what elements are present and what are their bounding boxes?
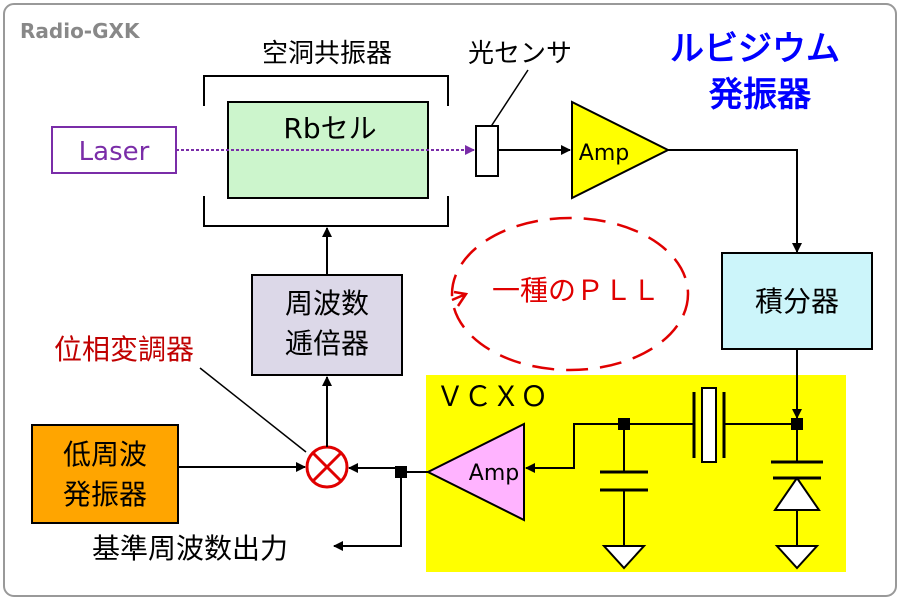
modulator-label: 位相変調器 xyxy=(54,333,194,366)
lf-oscillator xyxy=(31,424,179,524)
watermark: Radio-GXK xyxy=(20,19,141,43)
lf-osc-line1: 低周波 xyxy=(63,438,147,471)
wire-amp-integrator xyxy=(668,149,802,253)
vcxo-label: ＶＣＸＯ xyxy=(436,380,548,413)
cavity-resonator xyxy=(203,75,449,227)
amp-vcxo-label: Amp xyxy=(469,461,519,486)
pll-label: 一種のＰＬＬ xyxy=(492,274,660,307)
crystal-icon xyxy=(701,387,717,463)
integrator xyxy=(721,252,873,350)
amp-top xyxy=(571,100,671,200)
wire-to-vcxo-amp xyxy=(525,423,618,473)
laser-label: Laser xyxy=(79,137,150,167)
modulator-leader xyxy=(199,367,307,453)
junction-capacitor xyxy=(618,418,630,430)
title-line1: ルビジウム xyxy=(670,29,840,69)
cavity-label: 空洞共振器 xyxy=(262,39,392,69)
multiplier-line2: 逓倍器 xyxy=(285,327,369,360)
reference-output-label: 基準周波数出力 xyxy=(92,532,288,565)
pll-arrow xyxy=(451,290,469,307)
amp-vcxo xyxy=(425,422,525,522)
multiplier-line1: 周波数 xyxy=(285,287,369,320)
ground-icon-right xyxy=(774,545,820,570)
optical-sensor xyxy=(475,125,499,177)
lf-osc-line2: 発振器 xyxy=(63,478,147,511)
integrator-label: 積分器 xyxy=(755,285,839,318)
amp-top-label: Amp xyxy=(579,141,629,166)
sensor-label: 光センサ xyxy=(468,39,572,69)
rb-cell-label: Rbセル xyxy=(283,112,376,145)
sensor-leader xyxy=(489,69,529,129)
wire-reference-output xyxy=(333,478,402,551)
ground-icon-left xyxy=(601,545,647,570)
title-line2: 発振器 xyxy=(709,75,812,115)
pll-loop xyxy=(450,216,690,372)
modulator-cross-2 xyxy=(311,451,343,483)
outer-frame xyxy=(3,3,897,597)
junction-output xyxy=(395,466,407,478)
